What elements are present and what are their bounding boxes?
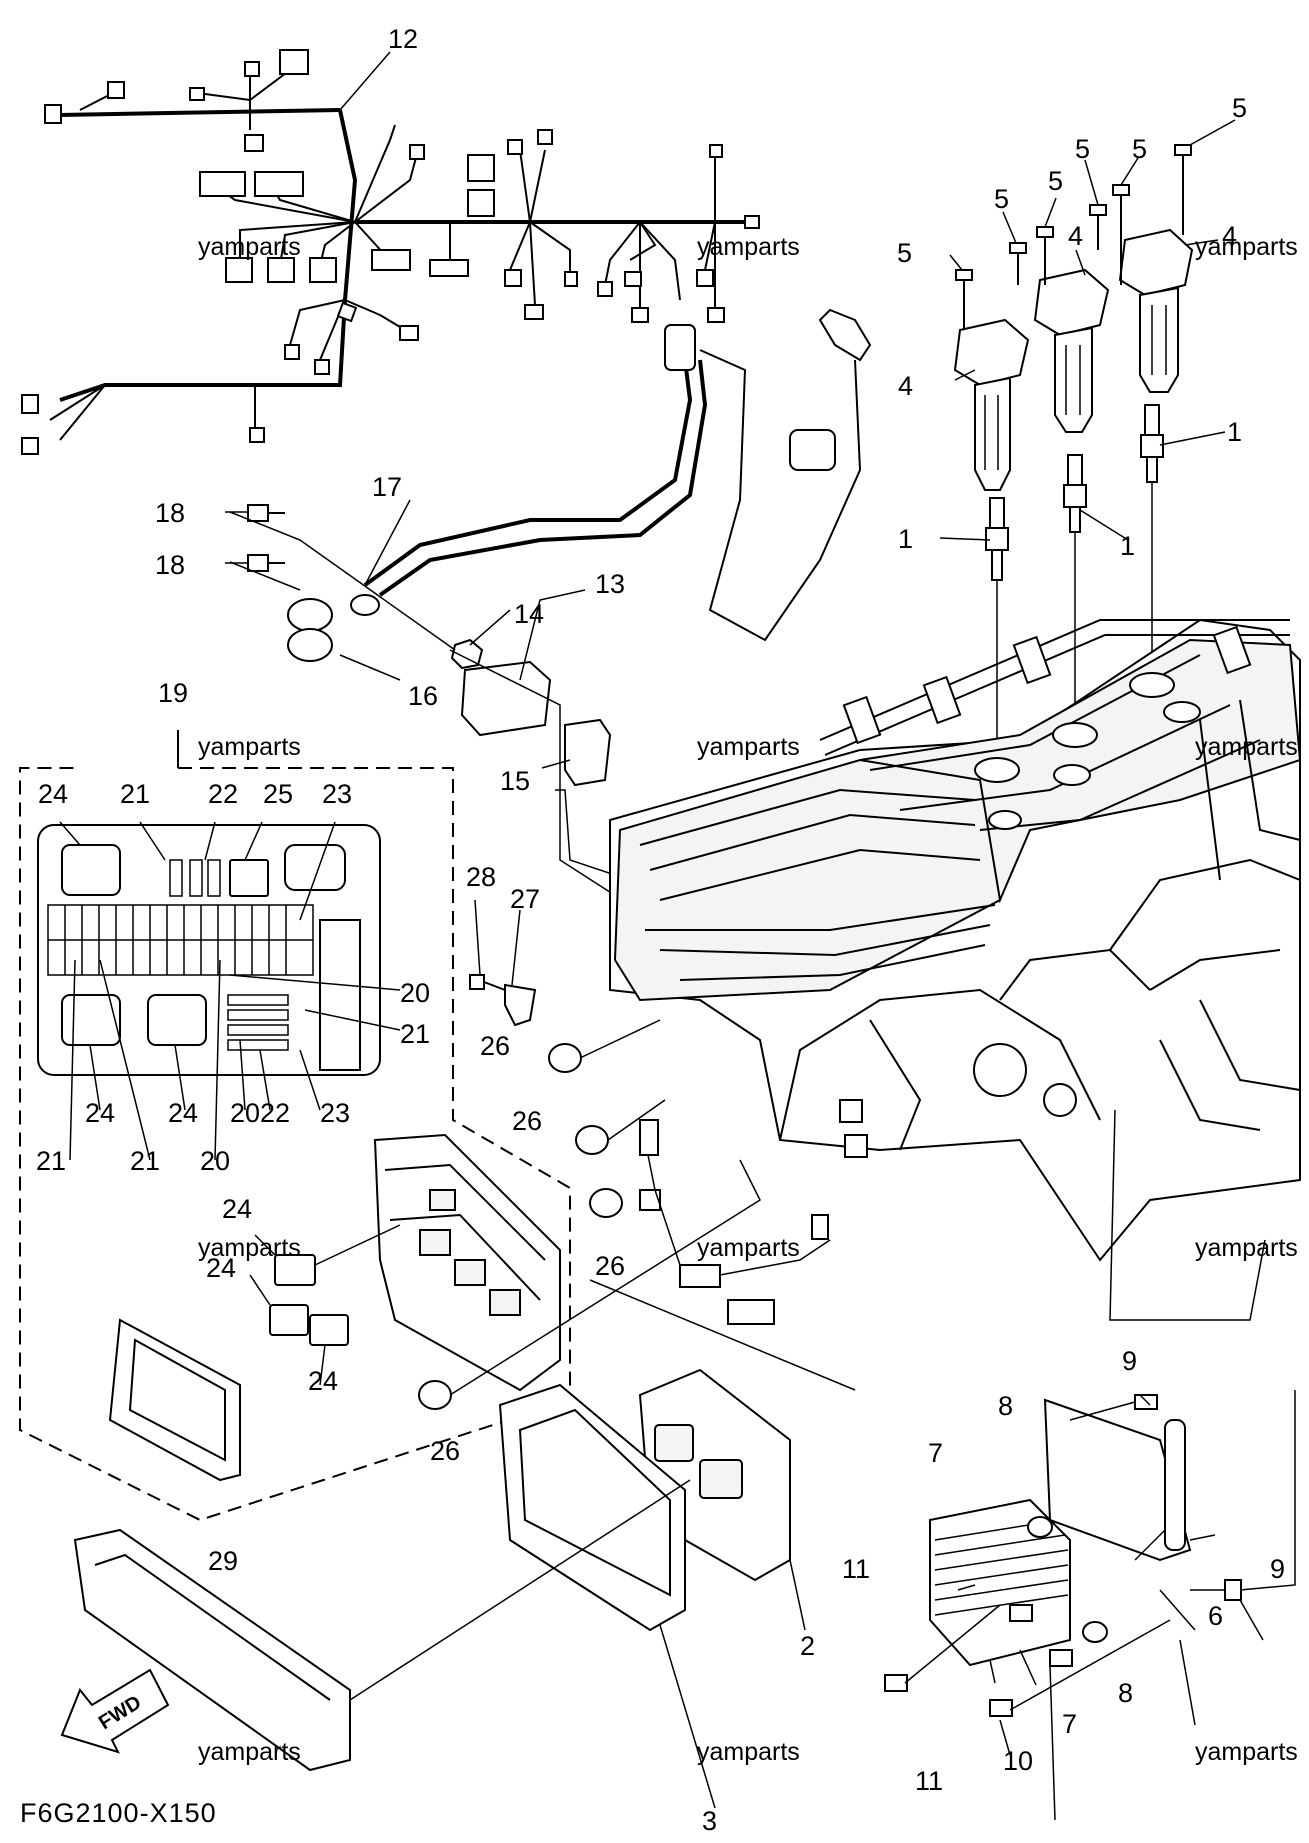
- callout-1: 1: [1120, 531, 1135, 561]
- rectifier-drawing: [884, 1109, 1296, 1717]
- callout-28: 28: [466, 862, 496, 892]
- watermark: yamparts: [1195, 233, 1298, 261]
- callout-26: 26: [595, 1251, 625, 1281]
- callout-23: 23: [320, 1098, 350, 1128]
- callout-16: 16: [408, 681, 438, 711]
- callout-20: 20: [230, 1098, 260, 1128]
- callout-4: 4: [1068, 221, 1083, 251]
- callout-9: 9: [1122, 1346, 1137, 1376]
- callout-8: 8: [1118, 1678, 1133, 1708]
- callout-22: 22: [260, 1098, 290, 1128]
- callout-4: 4: [898, 371, 913, 401]
- callout-20: 20: [200, 1146, 230, 1176]
- callout-14: 14: [514, 599, 544, 629]
- callout-29: 29: [208, 1546, 238, 1576]
- forward-arrow: FWD: [60, 1668, 170, 1754]
- callout-13: 13: [595, 569, 625, 599]
- watermark: yamparts: [697, 233, 800, 261]
- watermark: yamparts: [1195, 1234, 1298, 1262]
- callout-5: 5: [897, 238, 912, 268]
- callout-5: 5: [1048, 166, 1063, 196]
- callout-26: 26: [430, 1436, 460, 1466]
- callout-labels: 12 5 5 5 5 5 5 4 4 4 1 1 1 17 18 18 13 1…: [36, 24, 1285, 1836]
- callout-5: 5: [1232, 93, 1247, 123]
- callout-3: 3: [702, 1806, 717, 1836]
- watermark: yamparts: [198, 233, 301, 261]
- callout-27: 27: [510, 884, 540, 914]
- callout-24: 24: [168, 1098, 198, 1128]
- callout-17: 17: [372, 472, 402, 502]
- callout-5: 5: [1132, 134, 1147, 164]
- callout-5: 5: [994, 184, 1009, 214]
- callout-21: 21: [400, 1019, 430, 1049]
- watermark: yamparts: [198, 1738, 301, 1766]
- watermarks: yamparts yamparts yamparts yamparts yamp…: [198, 233, 1298, 1766]
- callout-18: 18: [155, 550, 185, 580]
- callout-2: 2: [800, 1631, 815, 1661]
- callout-20: 20: [400, 978, 430, 1008]
- callout-8: 8: [998, 1391, 1013, 1421]
- watermark: yamparts: [198, 1234, 301, 1262]
- callout-6: 6: [1208, 1601, 1223, 1631]
- watermark: yamparts: [198, 733, 301, 761]
- callout-24: 24: [85, 1098, 115, 1128]
- callout-24: 24: [38, 779, 68, 809]
- fuse-box-group: [19, 730, 761, 1522]
- watermark: yamparts: [697, 1738, 800, 1766]
- callout-4: 4: [1222, 221, 1237, 251]
- callout-19: 19: [158, 678, 188, 708]
- diagram-code: F6G2100-X150: [20, 1798, 217, 1828]
- callout-5: 5: [1075, 134, 1090, 164]
- callout-leaders: [225, 51, 1264, 1821]
- watermark: yamparts: [1195, 1738, 1298, 1766]
- callout-21: 21: [120, 779, 150, 809]
- wire-harness-drawing: [21, 49, 760, 455]
- callout-15: 15: [500, 766, 530, 796]
- ecu-drawing: [73, 1279, 856, 1772]
- callout-9: 9: [1270, 1554, 1285, 1584]
- callout-24: 24: [308, 1366, 338, 1396]
- watermark: yamparts: [1195, 733, 1298, 761]
- callout-7: 7: [1062, 1709, 1077, 1739]
- callout-24: 24: [206, 1253, 236, 1283]
- callout-11: 11: [842, 1554, 870, 1584]
- callout-10: 10: [1003, 1746, 1033, 1776]
- callout-26: 26: [480, 1031, 510, 1061]
- callout-25: 25: [263, 779, 293, 809]
- callout-7: 7: [928, 1438, 943, 1468]
- sensor-cables-drawing: [229, 308, 872, 906]
- watermark: yamparts: [697, 1234, 800, 1262]
- callout-18: 18: [155, 498, 185, 528]
- watermark: yamparts: [697, 733, 800, 761]
- grommets-drawing: [469, 974, 868, 1325]
- callout-21: 21: [130, 1146, 160, 1176]
- callout-24: 24: [222, 1194, 252, 1224]
- callout-23: 23: [322, 779, 352, 809]
- callout-12: 12: [388, 24, 418, 54]
- engine-block-drawing: [609, 618, 1302, 1262]
- ignition-coils-drawing: [953, 144, 1194, 745]
- callout-1: 1: [898, 524, 913, 554]
- callout-26: 26: [512, 1106, 542, 1136]
- callout-22: 22: [208, 779, 238, 809]
- callout-1: 1: [1227, 417, 1242, 447]
- callout-11: 11: [915, 1766, 943, 1796]
- callout-21: 21: [36, 1146, 66, 1176]
